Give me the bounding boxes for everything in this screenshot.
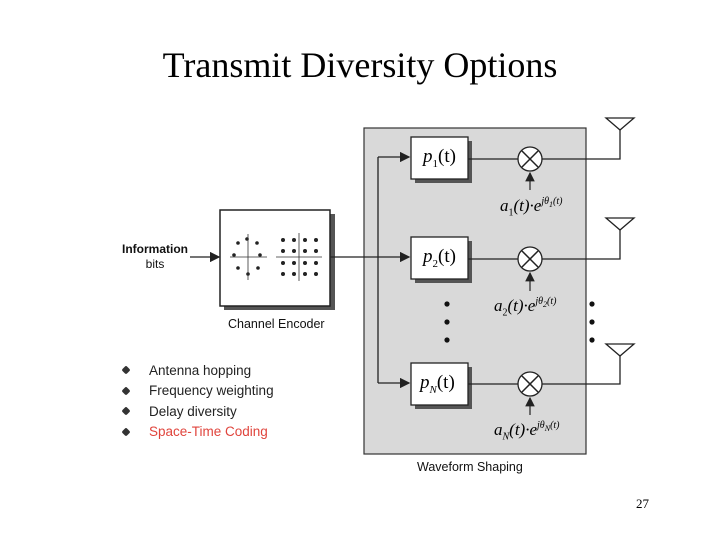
pulse-label-1: p1(t) bbox=[423, 146, 456, 170]
information-bits-label-line1: Information bbox=[122, 242, 188, 256]
list-item: Antenna hopping bbox=[122, 360, 274, 381]
list-item: Delay diversity bbox=[122, 401, 274, 422]
option-label: Antenna hopping bbox=[149, 362, 252, 378]
pulse-label-n: pN(t) bbox=[420, 372, 455, 396]
page-number: 27 bbox=[636, 496, 649, 511]
antenna-icon bbox=[604, 343, 636, 357]
bullet-icon bbox=[122, 407, 130, 415]
information-bits-label-line2: bits bbox=[145, 257, 165, 271]
bullet-icon bbox=[122, 387, 130, 395]
channel-encoder-box bbox=[219, 209, 331, 307]
antenna-icon bbox=[604, 117, 636, 131]
multiplier-icon bbox=[517, 146, 543, 172]
channel-encoder-label: Channel Encoder bbox=[228, 317, 325, 331]
option-label: Frequency weighting bbox=[149, 383, 274, 399]
option-label: Delay diversity bbox=[149, 403, 237, 419]
constellation-icon bbox=[232, 237, 318, 276]
bullet-icon bbox=[122, 428, 130, 436]
waveform-shaping-panel bbox=[363, 127, 587, 455]
pulse-label-2: p2(t) bbox=[423, 246, 456, 270]
diversity-options-list: Antenna hopping Frequency weighting Dela… bbox=[122, 360, 274, 442]
gain-label-1: a1(t)·ejθ1(t) bbox=[500, 196, 563, 219]
bullet-icon bbox=[122, 366, 130, 374]
list-item: Space-Time Coding bbox=[122, 422, 274, 443]
pulse-box-2 bbox=[410, 236, 469, 280]
gain-label-n: aN(t)·ejθN(t) bbox=[494, 420, 560, 443]
pulse-box-1 bbox=[410, 136, 469, 180]
antenna-icon bbox=[604, 217, 636, 231]
list-item: Frequency weighting bbox=[122, 381, 274, 402]
slide-title: Transmit Diversity Options bbox=[162, 45, 558, 85]
waveform-shaping-label: Waveform Shaping bbox=[417, 460, 523, 474]
option-label-highlighted: Space-Time Coding bbox=[149, 424, 268, 440]
multiplier-icon bbox=[517, 246, 543, 272]
gain-label-2: a2(t)·ejθ2(t) bbox=[494, 296, 557, 319]
multiplier-icon bbox=[517, 371, 543, 397]
information-bits-label: Information bits bbox=[122, 242, 188, 272]
ellipsis-dots bbox=[444, 301, 595, 343]
pulse-box-n bbox=[410, 362, 469, 406]
